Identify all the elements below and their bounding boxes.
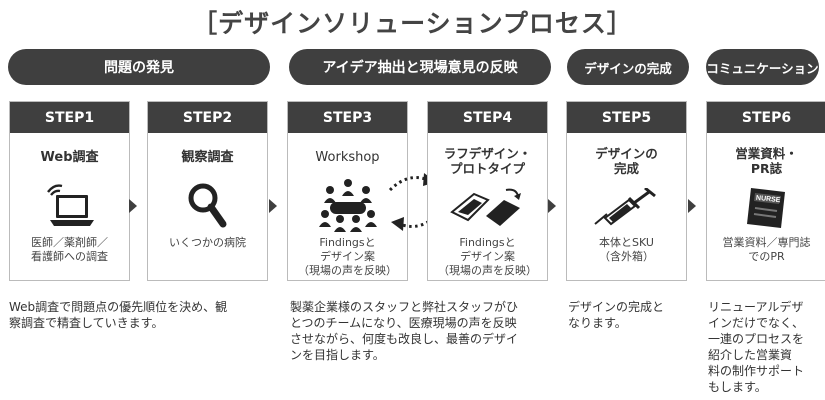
step-note: Findingsと デザイン案 （現場の声を反映） [298,236,397,277]
phase-idea-extraction: アイデア抽出と現場意見の反映 [289,49,551,85]
team-meeting-icon [288,176,407,232]
step-label: STEP5 [567,102,686,133]
step-title: 営業資料・ PR誌 [735,146,798,176]
description-communication: リニューアルデザ インだけでなく、 一連のプロセスを 紹介した営業資 料の制作サ… [708,300,805,394]
laptop-wifi-icon [10,180,129,236]
magazine-icon: NURSE [707,184,825,232]
step-label: STEP3 [288,102,407,133]
step-note: 営業資料／専門誌 でのPR [722,236,811,263]
page-title: ［デザインソリューションプロセス］ [192,9,633,38]
step-card-3: STEP3 Workshop Findingsと デザイン案 （現場の声を反映） [287,101,408,281]
step-note: 医師／薬剤師／ 看護師への調査 [31,236,108,263]
step-card-5: STEP5 デザインの 完成 本体とSKU （含外箱） [566,101,687,281]
step-card-4: STEP4 ラフデザイン・ プロトタイプ Findingsと デザイン案 （現場… [427,101,548,281]
step-title: デザインの 完成 [595,146,658,176]
step-card-1: STEP1 Web調査 医師／薬剤師／ 看護師への調査 [9,101,130,281]
step-title: 観察調査 [181,150,234,165]
flow-arrow [129,199,137,213]
prototype-sketch-icon [428,186,547,230]
step-card-6: STEP6 営業資料・ PR誌 NURSE 営業資料／専門誌 でのPR [706,101,825,281]
step-label: STEP1 [10,102,129,133]
flow-arrow [548,199,556,213]
description-design-completion: デザインの完成と なります。 [568,300,665,330]
step-title: ラフデザイン・ プロトタイプ [443,146,532,176]
phase-design-completion: デザインの完成 [567,49,689,85]
step-title: Workshop [315,150,380,165]
step-card-2: STEP2 観察調査 いくつかの病院 [147,101,268,281]
step-label: STEP2 [148,102,267,133]
flow-arrow [269,199,277,213]
magnifier-icon [148,180,267,232]
phase-communication: コミュニケーション [706,49,819,85]
step-title: Web調査 [40,150,99,165]
phase-problem-discovery: 問題の発見 [8,49,270,85]
step-note: いくつかの病院 [169,236,246,249]
step-note: Findingsと デザイン案 （現場の声を反映） [438,236,537,277]
description-problem-discovery: Web調査で問題点の優先順位を決め、観 察調査で精査していきます。 [9,300,228,330]
description-idea-extraction: 製薬企業様のスタッフと弊社スタッフがひ とつのチームになり、医療現場の声を反映 … [290,300,519,362]
magazine-cover-title: NURSE [755,195,780,205]
syringe-icon [567,188,686,228]
step-label: STEP6 [707,102,825,133]
step-note: 本体とSKU （含外箱） [599,236,654,263]
step-label: STEP4 [428,102,547,133]
flow-arrow [688,199,696,213]
